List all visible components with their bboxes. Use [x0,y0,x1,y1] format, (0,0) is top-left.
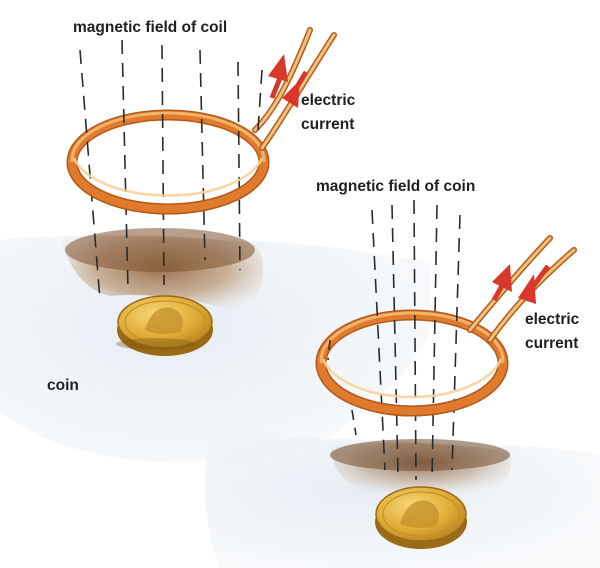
label-electric-current-right: electric current [525,308,579,356]
field-lines-coin [371,199,461,481]
label-electric-current-left: electric current [301,89,355,137]
label-electric-current-right-line1: electric [525,311,580,328]
label-electric-current-right-line2: current [525,335,579,352]
current-arrow-left-up [268,54,288,99]
coil-left [66,27,337,215]
label-electric-current-left-line1: electric [301,92,356,109]
label-electric-current-left-line2: current [301,116,355,133]
current-arrow-right-down [518,264,551,304]
current-arrow-left-down [282,70,309,108]
field-lines-coil-extra [327,339,357,436]
label-magnetic-field-of-coil: magnetic field of coil [73,19,228,36]
label-coin: coin [47,377,79,394]
current-arrow-right-up [491,264,512,302]
label-magnetic-field-of-coin: magnetic field of coin [316,178,476,195]
coin-left [116,295,213,356]
coin-right [375,486,467,549]
ground-left [0,228,430,464]
